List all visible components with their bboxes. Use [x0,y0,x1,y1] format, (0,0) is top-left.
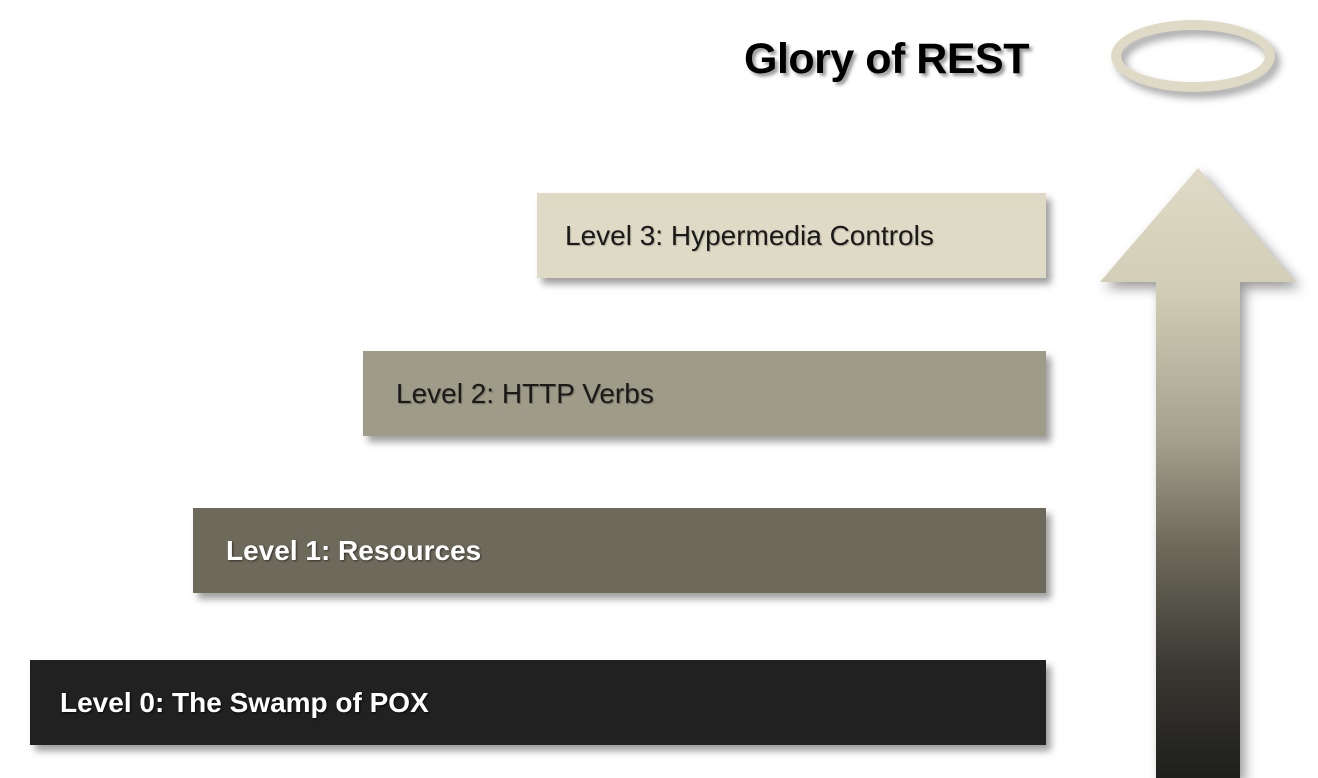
level-bar-0[interactable]: Level 0: The Swamp of POX [30,660,1046,745]
up-arrow-icon [1096,162,1300,778]
page-title: Glory of REST [744,35,1029,83]
level-bar-1-label: Level 1: Resources [226,534,482,566]
halo-ring-icon [1111,20,1275,92]
level-bar-3-label: Level 3: Hypermedia Controls [565,219,934,251]
level-bar-2-label: Level 2: HTTP Verbs [396,377,654,409]
level-bar-0-label: Level 0: The Swamp of POX [60,686,429,718]
level-bar-3[interactable]: Level 3: Hypermedia Controls [537,193,1046,278]
level-bar-2[interactable]: Level 2: HTTP Verbs [363,351,1046,436]
level-bar-1[interactable]: Level 1: Resources [193,508,1046,593]
